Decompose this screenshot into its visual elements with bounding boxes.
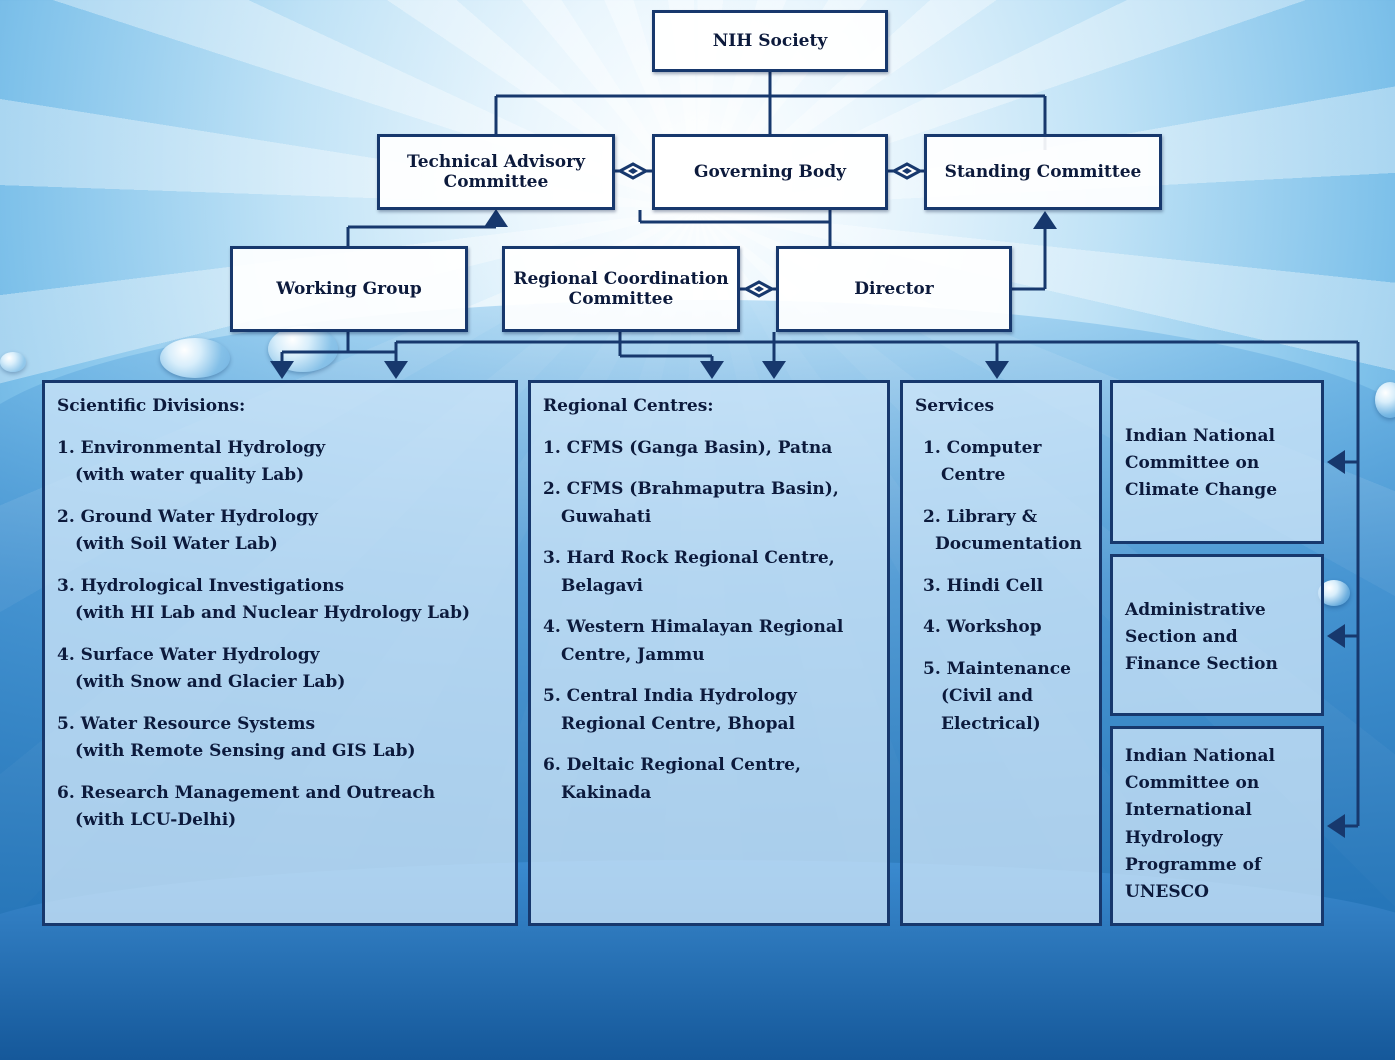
item-name: 5. Central India Hydrology — [543, 686, 797, 707]
nih-society-label: NIH Society — [712, 30, 828, 51]
list-item: 3. Hydrological Investigations (with HI L… — [57, 573, 503, 628]
standing-committee-box: Standing Committee — [924, 134, 1162, 210]
scientific-divisions-title: Scientific Divisions: — [57, 396, 246, 416]
item-sub: Kakinada — [561, 782, 652, 803]
item-name: 1. Environmental Hydrology — [57, 437, 326, 458]
governing-body-box: Governing Body — [652, 134, 888, 210]
standing-committee-label: Standing Committee — [944, 161, 1142, 182]
working-group-label: Working Group — [276, 278, 422, 299]
item-name: 1. CFMS (Ganga Basin), Patna — [543, 437, 833, 458]
item-name: 6. Research Management and Outreach — [57, 782, 436, 803]
item-name: 2. CFMS (Brahmaputra Basin), — [543, 479, 839, 500]
item-name: 1. Computer — [923, 437, 1042, 458]
technical-advisory-committee-box: Technical Advisory Committee — [377, 134, 615, 210]
director-box: Director — [776, 246, 1012, 332]
item-name: 6. Deltaic Regional Centre, — [543, 755, 801, 776]
item-name: 2. Library & — [923, 506, 1038, 527]
water-drop — [1375, 382, 1395, 418]
item-sub: (Civil and Electrical) — [941, 686, 1041, 734]
list-item: 6. Deltaic Regional Centre, Kakinada — [543, 752, 875, 807]
list-item: 2. CFMS (Brahmaputra Basin), Guwahati — [543, 476, 875, 531]
item-name: 4. Surface Water Hydrology — [57, 644, 320, 665]
item-name: 4. Western Himalayan Regional — [543, 617, 844, 638]
item-sub: (with Snow and Glacier Lab) — [75, 672, 346, 693]
services-title: Services — [915, 396, 995, 416]
climate-change-committee-label: Indian National Committee on Climate Cha… — [1125, 426, 1278, 501]
item-name: 5. Maintenance — [923, 658, 1071, 679]
item-sub: Guwahati — [561, 506, 652, 527]
regional-coordination-committee-box: Regional Coordination Committee — [502, 246, 740, 332]
connector-lines — [270, 72, 1360, 838]
item-sub: Centre, Jammu — [561, 644, 705, 665]
item-sub: (with Remote Sensing and GIS Lab) — [75, 741, 416, 762]
water-drop — [160, 338, 230, 378]
working-group-box: Working Group — [230, 246, 468, 332]
list-item: 4. Workshop — [915, 614, 1087, 642]
item-sub: Documentation — [935, 534, 1082, 555]
list-item: 3. Hard Rock Regional Centre, Belagavi — [543, 545, 875, 600]
item-name: 3. Hydrological Investigations — [57, 575, 345, 596]
administrative-section-box: Administrative Section and Finance Secti… — [1110, 554, 1324, 716]
list-item: 2. Ground Water Hydrology (with Soil Wate… — [57, 504, 503, 559]
list-item: 2. Library & Documentation — [915, 504, 1087, 559]
list-item: 5. Water Resource Systems (with Remote Se… — [57, 711, 503, 766]
nih-society-box: NIH Society — [652, 10, 888, 72]
director-label: Director — [854, 278, 934, 299]
item-name: 3. Hard Rock Regional Centre, — [543, 548, 835, 569]
climate-change-committee-box: Indian National Committee on Climate Cha… — [1110, 380, 1324, 544]
scientific-divisions-panel: Scientific Divisions: 1. Environmental H… — [42, 380, 518, 926]
item-sub: (with LCU-Delhi) — [75, 810, 237, 831]
item-sub: (with Soil Water Lab) — [75, 534, 278, 555]
item-name: 4. Workshop — [923, 617, 1042, 638]
regional-coordination-committee-label: Regional Coordination Committee — [513, 268, 729, 309]
item-name: 5. Water Resource Systems — [57, 713, 316, 734]
technical-advisory-committee-label: Technical Advisory Committee — [407, 151, 585, 192]
item-sub: Regional Centre, Bhopal — [561, 713, 795, 734]
regional-centres-panel: Regional Centres: 1. CFMS (Ganga Basin),… — [528, 380, 890, 926]
item-sub: (with water quality Lab) — [75, 465, 305, 486]
list-item: 1. CFMS (Ganga Basin), Patna — [543, 435, 875, 463]
list-item: 4. Surface Water Hydrology (with Snow and… — [57, 642, 503, 697]
item-sub: Belagavi — [561, 575, 643, 596]
unesco-committee-box: Indian National Committee on Internation… — [1110, 726, 1324, 926]
list-item: 5. Maintenance (Civil and Electrical) — [915, 656, 1087, 739]
list-item: 3. Hindi Cell — [915, 573, 1087, 601]
governing-body-label: Governing Body — [694, 161, 846, 182]
regional-centres-title: Regional Centres: — [543, 396, 714, 416]
administrative-section-label: Administrative Section and Finance Secti… — [1125, 600, 1278, 675]
item-name: 3. Hindi Cell — [923, 575, 1044, 596]
item-sub: (with HI Lab and Nuclear Hydrology Lab) — [75, 603, 471, 624]
list-item: 1. Environmental Hydrology (with water qu… — [57, 435, 503, 490]
unesco-committee-label: Indian National Committee on Internation… — [1125, 746, 1275, 902]
item-name: 2. Ground Water Hydrology — [57, 506, 318, 527]
list-item: 6. Research Management and Outreach (with… — [57, 780, 503, 835]
item-sub: Centre — [941, 465, 1006, 486]
water-drop — [0, 352, 26, 372]
